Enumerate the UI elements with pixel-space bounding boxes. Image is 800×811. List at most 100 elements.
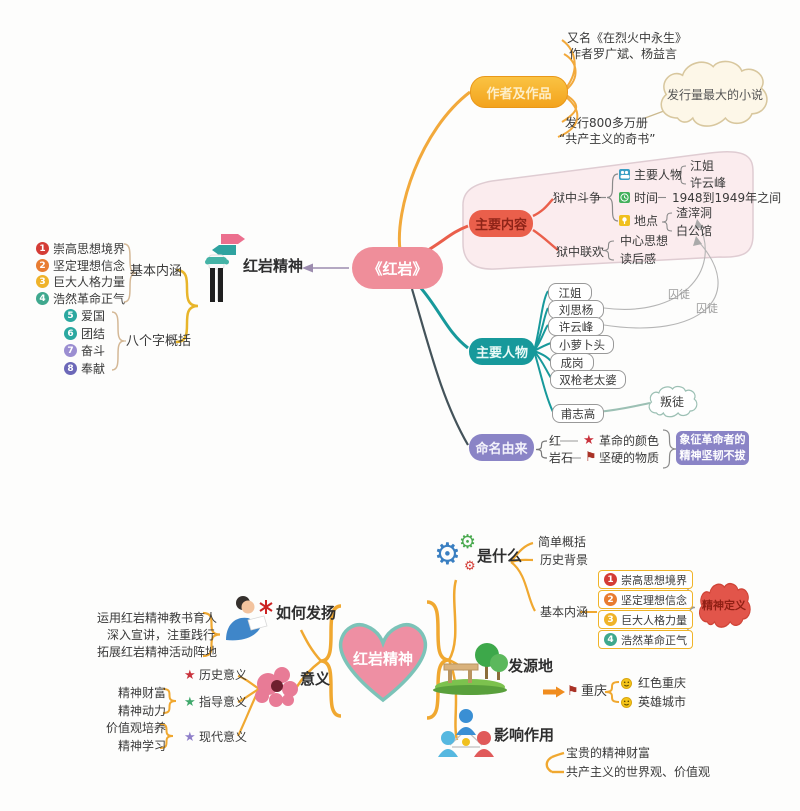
smiley-icon [621, 678, 632, 689]
how-branch-label: 如何发扬 [276, 604, 337, 622]
connotation-box: 4 浩然革命正气 [598, 630, 693, 649]
place-baigongguan: 白公馆 [676, 224, 713, 238]
center-topic-node: 《红岩》 [352, 247, 443, 289]
clock-mini-icon [619, 192, 630, 203]
content-blob [462, 151, 754, 270]
num-badge: 8 [64, 362, 77, 375]
list-item-label: 崇高思想境界 [53, 242, 126, 256]
list-item-label: 奋斗 [81, 344, 106, 358]
origin-child: 英雄城市 [638, 695, 687, 709]
list-item-label: 坚定理想信念 [53, 259, 126, 273]
people-network-icon [438, 709, 494, 757]
flower-ribbon-icon [255, 667, 298, 707]
connotation-label: 基本内涵 [540, 605, 589, 619]
park-bench-icon [433, 643, 508, 695]
character-box: 成岗 [550, 353, 594, 372]
num-badge: 3 [36, 275, 49, 288]
num-badge: 5 [64, 309, 77, 322]
connotation-text: 浩然革命正气 [621, 633, 687, 647]
author-circulation: 发行800多万册 [565, 116, 648, 130]
list-item: 3 巨大人格力量 [36, 273, 125, 290]
character-box: 小萝卜头 [550, 335, 614, 354]
connotation-text: 巨大人格力量 [621, 613, 687, 627]
origin-child: 红色重庆 [638, 676, 687, 690]
list-item: 4 浩然革命正气 [36, 290, 125, 307]
red-meaning: 革命的颜色 [599, 434, 660, 448]
prisoner-tag: 囚徒 [696, 302, 718, 315]
central-idea: 中心思想 [620, 234, 669, 248]
how-child: 深入宣讲，注重践行 [107, 628, 216, 642]
summary-line: 精神坚韧不拔 [679, 449, 746, 462]
content-branch-node: 主要内容 [469, 210, 533, 237]
place-zhazidong: 渣滓洞 [676, 206, 713, 220]
what-branch-label: 是什么 [477, 547, 523, 565]
list-item: 8 奉献 [64, 360, 105, 377]
character-box: 双枪老太婆 [550, 370, 626, 389]
origin-city: 重庆 [581, 684, 608, 699]
naming-red: 红 [549, 434, 562, 448]
naming-branch-node: 命名由来 [469, 434, 534, 461]
meaning-guidance: 指导意义 [199, 695, 248, 709]
character-box: 甫志高 [552, 404, 604, 423]
person-xuyunfeng: 许云峰 [690, 176, 727, 190]
prisoner-tag: 囚徒 [668, 288, 690, 301]
orange-arrow-icon [543, 686, 565, 698]
impact-child: 共产主义的世界观、价值观 [566, 765, 711, 779]
list-item: 7 奋斗 [64, 342, 105, 359]
meaning-modern: 现代意义 [199, 730, 248, 744]
connotation-label: 基本内涵 [130, 264, 183, 279]
location-mini-icon [619, 215, 630, 226]
meaning-history: 历史意义 [199, 668, 248, 682]
list-item-label: 巨大人格力量 [53, 275, 126, 289]
heart-center-topic: 红岩精神 [352, 650, 413, 668]
book-review: 读后感 [620, 252, 657, 266]
impact-child: 宝贵的精神财富 [566, 746, 651, 760]
bestseller-note: 发行量最大的小说 [667, 88, 764, 102]
connotation-box: 2 坚定理想信念 [598, 590, 693, 609]
impact-branch-label: 影响作用 [494, 726, 555, 744]
purple-star-icon: ★ [184, 730, 196, 745]
traitor-note: 叛徒 [660, 395, 685, 409]
author-branch-node: 作者及作品 [470, 76, 568, 108]
what-child: 简单概括 [538, 535, 587, 549]
list-item: 1 崇高思想境界 [36, 240, 125, 257]
list-item-label: 团结 [81, 327, 106, 341]
time-value: 1948到1949年之间 [672, 191, 782, 205]
people-sublabel: 主要人物 [634, 168, 683, 182]
red-star-icon: ★ [583, 433, 595, 448]
character-box: 江姐 [548, 283, 592, 302]
num-badge: 4 [604, 633, 617, 646]
character-box: 许云峰 [548, 317, 604, 336]
modern-child: 精神学习 [118, 739, 167, 753]
how-child: 拓展红岩精神活动阵地 [97, 645, 218, 659]
smiley-icon [621, 697, 632, 708]
list-item-label: 奉献 [81, 362, 106, 376]
modern-child: 价值观培养 [106, 721, 167, 735]
eight-words-label: 八个字概括 [126, 334, 192, 349]
flag-icon: ⚑ [585, 450, 597, 465]
connotation-box: 3 巨大人格力量 [598, 610, 693, 629]
time-sublabel: 时间 [634, 191, 659, 205]
people-mini-icon [619, 169, 630, 180]
place-sublabel: 地点 [634, 214, 659, 228]
guidance-child: 精神动力 [118, 704, 167, 718]
num-badge: 2 [604, 593, 617, 606]
list-item-label: 爱国 [81, 309, 106, 323]
connotation-text: 崇高思想境界 [621, 573, 687, 587]
left-arrowhead-icon [302, 263, 313, 273]
naming-rock: 岩石 [549, 451, 574, 465]
author-nickname: “共产主义的奇书” [559, 132, 656, 146]
character-box: 刘思杨 [548, 300, 604, 319]
connotation-text: 坚定理想信念 [621, 593, 687, 607]
green-star-icon: ★ [184, 695, 196, 710]
teacher-person-icon [226, 596, 268, 641]
num-badge: 3 [604, 613, 617, 626]
big-brace-icon [175, 268, 199, 344]
flag-bearer-illustration [205, 234, 245, 302]
author-names: 作者罗广斌、杨益言 [569, 47, 678, 61]
num-badge: 6 [64, 327, 77, 340]
flag-icon: ⚑ [567, 684, 579, 699]
list-item: 2 坚定理想信念 [36, 257, 125, 274]
